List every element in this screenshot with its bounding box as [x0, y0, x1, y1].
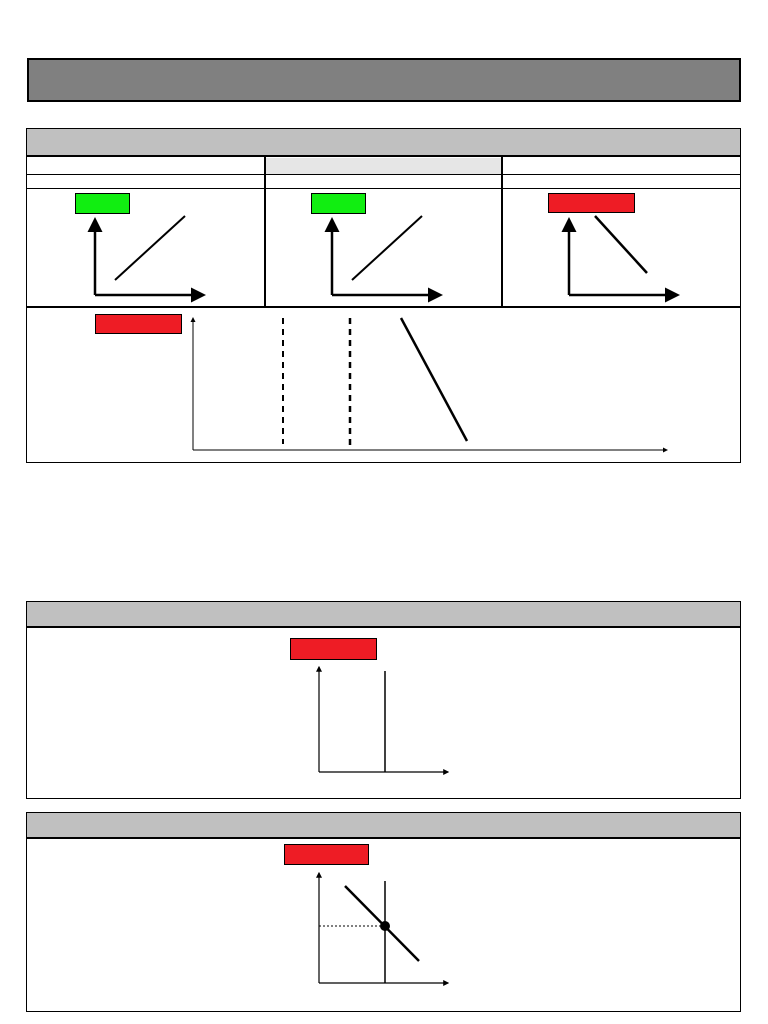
green-badge	[75, 193, 130, 214]
upward-sloping-line	[351, 215, 423, 281]
top-panel-row-line	[27, 174, 740, 175]
middle-panel	[26, 601, 741, 799]
diagram-middle	[316, 665, 450, 775]
downward-sloping-line	[594, 215, 648, 274]
red-badge	[284, 844, 369, 865]
bottom-panel	[26, 812, 741, 1012]
top-panel-row-line	[27, 306, 740, 308]
middle-panel-header	[27, 602, 740, 628]
red-badge	[548, 193, 635, 213]
diagram-col3	[561, 215, 680, 303]
red-badge	[95, 314, 182, 334]
diagram-col1	[87, 215, 206, 303]
upward-sloping-line	[114, 215, 186, 281]
top-panel-row-line	[27, 188, 740, 189]
intersection-dot	[380, 921, 390, 931]
top-panel-subheader-mid	[266, 158, 501, 174]
top-panel-column-divider	[264, 157, 266, 307]
diagram-bottom	[316, 871, 450, 986]
diagram-bottom-wide	[190, 317, 668, 453]
red-badge	[290, 638, 377, 660]
top-panel-column-divider	[501, 157, 503, 307]
title-bar	[27, 58, 741, 102]
diagram-col2	[324, 215, 443, 303]
downward-sloping-line	[399, 317, 469, 442]
bottom-panel-header	[27, 813, 740, 839]
green-badge	[311, 193, 366, 214]
top-panel-header	[27, 129, 740, 157]
